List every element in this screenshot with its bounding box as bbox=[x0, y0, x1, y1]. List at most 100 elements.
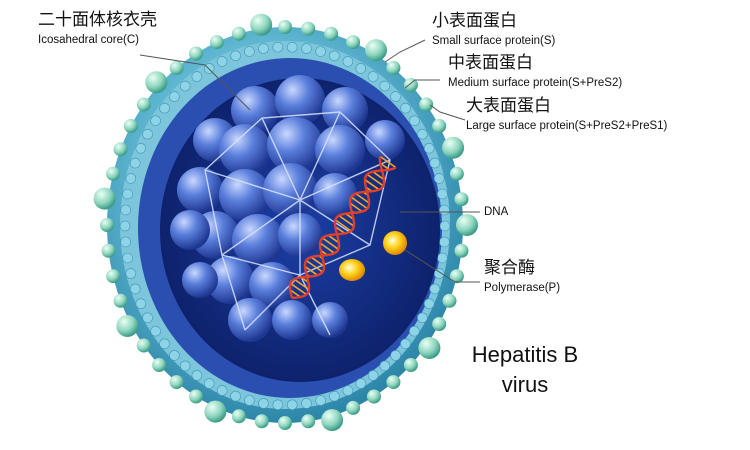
dna-base-pair bbox=[366, 173, 384, 187]
surface-protein-nub bbox=[101, 243, 116, 258]
membrane-bead bbox=[159, 338, 170, 350]
core-subunit bbox=[315, 125, 365, 175]
membrane-bead bbox=[230, 390, 241, 402]
membrane-bead bbox=[342, 56, 354, 67]
membrane-bead bbox=[179, 360, 191, 372]
core-subunit bbox=[365, 120, 405, 160]
small-protein-label-en: Small surface protein(S) bbox=[432, 35, 556, 47]
dna-base-pair bbox=[310, 256, 325, 267]
dna-base-pair bbox=[289, 289, 301, 298]
membrane-bead bbox=[272, 41, 284, 53]
membrane-bead bbox=[125, 268, 137, 279]
surface-protein-nub bbox=[209, 35, 224, 50]
membrane-bead bbox=[129, 157, 141, 169]
membrane-bead bbox=[379, 360, 391, 372]
surface-protein-nub bbox=[189, 46, 203, 61]
membrane-bead bbox=[400, 102, 411, 114]
membrane-bead bbox=[191, 370, 203, 381]
dna-base-pair bbox=[355, 192, 370, 204]
leader-polymerase bbox=[404, 249, 480, 283]
core-label-en: Icosahedral core(C) bbox=[38, 34, 139, 46]
surface-protein-nub bbox=[346, 400, 361, 415]
core-subunit bbox=[228, 298, 272, 342]
membrane-bead bbox=[433, 268, 445, 279]
membrane-bead bbox=[286, 41, 298, 53]
membrane-bead bbox=[203, 378, 215, 389]
surface-protein-nub bbox=[189, 389, 203, 404]
membrane-bead bbox=[258, 398, 269, 409]
membrane-bead bbox=[367, 370, 379, 381]
core-subunit bbox=[272, 300, 312, 340]
membrane-bead bbox=[135, 298, 147, 310]
membrane-bead bbox=[439, 220, 451, 232]
membrane-bead bbox=[423, 298, 435, 310]
surface-protein-nub bbox=[106, 269, 121, 284]
membrane-bead bbox=[390, 91, 401, 102]
dna-label: DNA bbox=[484, 206, 509, 218]
surface-protein-nub bbox=[278, 416, 292, 430]
surface-protein-nub bbox=[321, 409, 344, 432]
membrane-bead bbox=[355, 63, 367, 74]
dna-base-pair bbox=[364, 179, 380, 191]
dna-strand bbox=[288, 156, 386, 299]
surface-protein-nub bbox=[454, 243, 469, 258]
surface-protein-nub bbox=[403, 78, 418, 92]
medium-protein-label-en: Medium surface protein(S+PreS2) bbox=[448, 77, 623, 89]
core-subunit bbox=[232, 214, 284, 266]
core-subunit bbox=[219, 169, 271, 221]
membrane-bead bbox=[125, 173, 137, 184]
core-subunit bbox=[249, 262, 295, 308]
membrane-bead bbox=[122, 252, 133, 264]
membrane-bead bbox=[216, 56, 228, 67]
core-subunit bbox=[313, 173, 357, 217]
membrane-bead bbox=[129, 283, 141, 295]
surface-protein-nub bbox=[449, 269, 464, 284]
surface-protein-nub bbox=[449, 166, 464, 181]
membrane-bead bbox=[437, 252, 448, 264]
dna-base-pair bbox=[305, 259, 324, 273]
dna-base-pair bbox=[334, 219, 352, 232]
surface-protein-nub bbox=[432, 119, 447, 133]
membrane-bead bbox=[169, 91, 180, 102]
surface-protein-nub bbox=[324, 26, 339, 41]
membrane-bead bbox=[286, 399, 298, 411]
core-subunit bbox=[231, 86, 279, 134]
membrane-bead bbox=[122, 188, 133, 200]
leader-core bbox=[139, 54, 251, 111]
membrane-bead bbox=[120, 204, 131, 216]
core-subunit bbox=[182, 262, 218, 298]
membrane-bead bbox=[329, 390, 340, 402]
core-subunit bbox=[170, 210, 210, 250]
leader-large bbox=[429, 104, 466, 121]
membrane-bead bbox=[159, 102, 170, 114]
dna-base-pair bbox=[293, 278, 310, 291]
dna-base-pair bbox=[350, 196, 368, 210]
membrane-bead bbox=[191, 71, 203, 82]
leader-medium bbox=[404, 79, 440, 89]
dna-base-pair bbox=[334, 225, 346, 235]
surface-protein-nub bbox=[442, 136, 465, 159]
membrane-bead bbox=[301, 43, 312, 54]
surface-protein-nub bbox=[456, 214, 478, 236]
surface-protein-nub bbox=[231, 409, 246, 424]
surface-protein-nub bbox=[136, 338, 151, 353]
membrane-bead bbox=[429, 283, 441, 295]
surface-protein-nub bbox=[386, 60, 401, 75]
surface-protein-nub bbox=[169, 60, 184, 75]
membrane-bead bbox=[390, 350, 401, 361]
surface-protein-nub bbox=[454, 192, 469, 207]
membrane-bead bbox=[169, 350, 180, 361]
surface-protein-nub bbox=[419, 97, 434, 112]
membrane-bead bbox=[203, 63, 215, 74]
small-protein-label-cn: 小表面蛋白 bbox=[432, 11, 517, 31]
membrane-bead bbox=[329, 50, 340, 62]
membrane-bead bbox=[417, 128, 428, 140]
dna-base-pair bbox=[372, 171, 385, 181]
medium-protein-label-cn: 中表面蛋白 bbox=[448, 53, 533, 73]
leader-small bbox=[384, 39, 426, 63]
surface-protein-nub bbox=[204, 400, 227, 423]
dna-base-pair bbox=[304, 265, 318, 276]
polymerase-label-cn: 聚合酶 bbox=[484, 258, 535, 278]
surface-protein-nub bbox=[100, 218, 114, 232]
